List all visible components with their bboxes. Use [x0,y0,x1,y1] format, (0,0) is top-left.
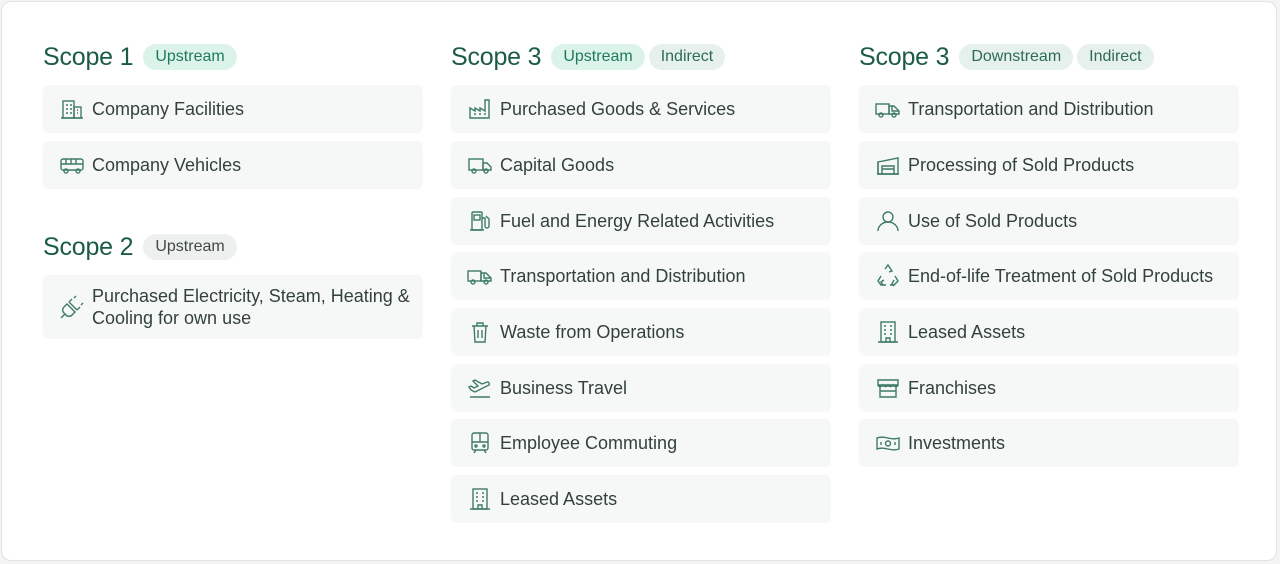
scope3-up-item[interactable]: Fuel and Energy Related Activities [451,197,831,245]
fuel-pump-icon [467,208,493,234]
scope3-down-item[interactable]: Transportation and Distribution [859,85,1239,133]
scope3-up-item[interactable]: Purchased Goods & Services [451,85,831,133]
plug-icon [59,294,85,320]
delivery-truck-icon [467,263,493,289]
scope3-up-item[interactable]: Transportation and Distribution [451,252,831,300]
delivery-truck-icon [875,96,901,122]
scope3-upstream-heading: Scope 3 Upstream Indirect [451,42,726,72]
scope3-up-item[interactable]: Business Travel [451,364,831,412]
item-label: Fuel and Energy Related Activities [500,211,775,231]
scope3-down-item[interactable]: Investments [859,419,1239,467]
scope2-item-purchased-electricity[interactable]: Purchased Electricity, Steam, Heating & … [43,275,423,339]
item-label: Waste from Operations [500,322,685,342]
scope1-item-company-facilities[interactable]: Company Facilities [43,85,423,133]
item-label: Leased Assets [908,322,1026,342]
item-label: Transportation and Distribution [500,266,746,286]
scope3-up-item[interactable]: Capital Goods [451,141,831,189]
scope3-downstream-heading: Scope 3 Downstream Indirect [859,42,1154,72]
scope1-upstream-badge: Upstream [143,44,237,70]
scope3-down-item[interactable]: Processing of Sold Products [859,141,1239,189]
item-label: Company Facilities [92,99,245,119]
scope3-down-indirect-badge: Indirect [1077,44,1154,70]
scope3-up-item[interactable]: Leased Assets [451,475,831,523]
scope3-down-item[interactable]: Leased Assets [859,308,1239,356]
scope1-title: Scope 1 [43,42,134,71]
scope3-up-item[interactable]: Waste from Operations [451,308,831,356]
scope2-title: Scope 2 [43,232,134,261]
trash-icon [467,319,493,345]
truck-icon [467,152,493,178]
user-icon [875,208,901,234]
banknote-icon [875,430,901,456]
train-icon [467,430,493,456]
recycle-icon [875,263,901,289]
scope3-up-title: Scope 3 [451,42,542,71]
item-label: Capital Goods [500,155,615,175]
item-label: Processing of Sold Products [908,155,1135,175]
scope2-heading: Scope 2 Upstream [43,232,237,262]
building-icon [59,96,85,122]
office-building-icon [467,486,493,512]
scope3-up-indirect-badge: Indirect [648,44,726,70]
plane-icon [467,375,493,401]
scope2-upstream-badge: Upstream [143,234,237,260]
scope1-heading: Scope 1 Upstream [43,42,237,72]
scope3-down-title: Scope 3 [859,42,950,71]
scope3-down-item[interactable]: Franchises [859,364,1239,412]
item-label: End-of-life Treatment of Sold Products [908,266,1214,286]
scope3-up-item[interactable]: Employee Commuting [451,419,831,467]
scope3-down-downstream-badge: Downstream [959,44,1074,70]
store-icon [875,375,901,401]
item-label: Franchises [908,378,997,398]
item-label: Use of Sold Products [908,211,1078,231]
item-label: Purchased Goods & Services [500,99,736,119]
warehouse-icon [875,152,901,178]
factory-icon [467,96,493,122]
office-building-icon [875,319,901,345]
scope3-down-item[interactable]: Use of Sold Products [859,197,1239,245]
item-label: Employee Commuting [500,433,678,453]
bus-icon [59,152,85,178]
scope1-item-company-vehicles[interactable]: Company Vehicles [43,141,423,189]
item-label: Leased Assets [500,489,618,509]
scope3-up-upstream-badge: Upstream [551,44,645,70]
item-label: Purchased Electricity, Steam, Heating & … [92,286,410,328]
scope3-down-item[interactable]: End-of-life Treatment of Sold Products [859,252,1239,300]
item-label: Business Travel [500,378,628,398]
item-label: Transportation and Distribution [908,99,1154,119]
item-label: Company Vehicles [92,155,242,175]
item-label: Investments [908,433,1006,453]
